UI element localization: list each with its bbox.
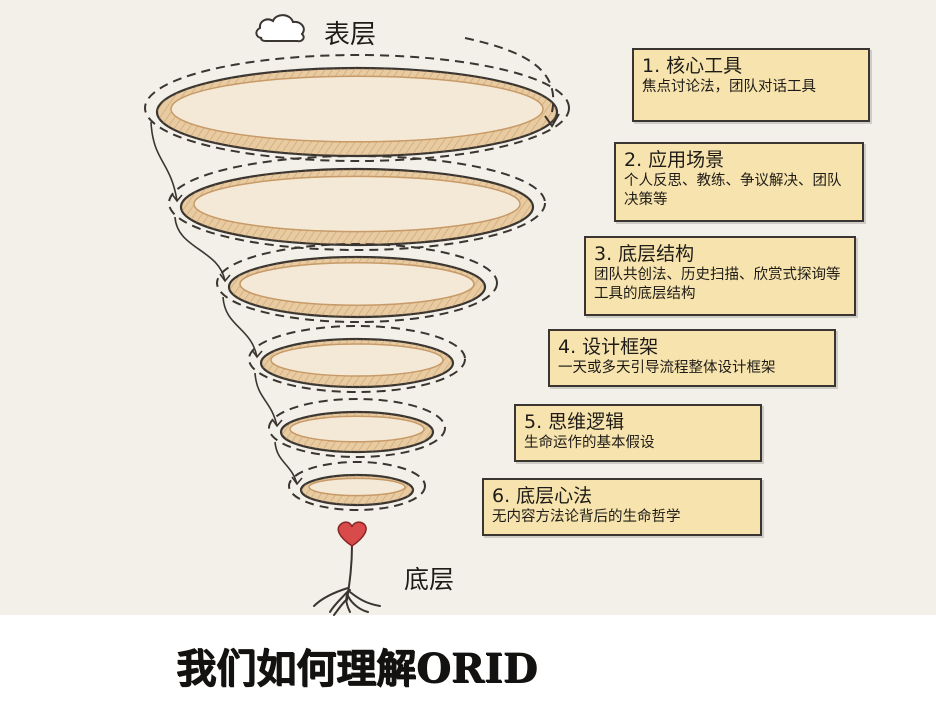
cloud-icon	[256, 15, 303, 41]
layer-5-box: 5. 思维逻辑 生命运作的基本假设	[514, 404, 762, 462]
surface-label: 表层	[324, 14, 376, 51]
band-inner	[309, 478, 405, 495]
arrow-head	[272, 419, 282, 426]
down-arrow	[151, 122, 177, 201]
spiral-band-2	[169, 156, 545, 250]
spiral-band-3	[217, 244, 497, 322]
band-inner	[271, 344, 443, 376]
heart-icon	[338, 522, 366, 546]
layer-3-desc: 团队共创法、历史扫描、欣赏式探询等工具的底层结构	[594, 266, 846, 304]
layer-5-title: 5. 思维逻辑	[524, 411, 752, 433]
arrow-head	[292, 477, 302, 484]
layer-2-title: 2. 应用场景	[624, 149, 854, 171]
spiral-band-1	[145, 55, 569, 161]
layer-6-desc: 无内容方法论背后的生命哲学	[492, 508, 752, 527]
band-inner	[194, 176, 520, 231]
down-arrow	[275, 442, 297, 484]
bottom-label: 底层	[404, 560, 454, 596]
layer-2-desc: 个人反思、教练、争议解决、团队决策等	[624, 172, 854, 210]
layer-5-desc: 生命运作的基本假设	[524, 434, 752, 453]
layer-4-box: 4. 设计框架 一天或多天引导流程整体设计框架	[548, 329, 836, 387]
layer-4-title: 4. 设计框架	[558, 336, 826, 358]
layer-3-box: 3. 底层结构 团队共创法、历史扫描、欣赏式探询等工具的底层结构	[584, 236, 856, 316]
spiral-band-4	[249, 326, 465, 392]
layer-6-box: 6. 底层心法 无内容方法论背后的生命哲学	[482, 478, 762, 536]
spiral-band-6	[289, 462, 425, 510]
roots-icon	[314, 545, 380, 615]
down-arrow	[223, 297, 257, 357]
band-inner	[240, 263, 474, 305]
band-inner	[171, 76, 543, 142]
layer-1-desc: 焦点讨论法，团队对话工具	[642, 78, 860, 97]
band-inner	[290, 416, 424, 442]
layer-3-title: 3. 底层结构	[594, 243, 846, 265]
layer-1-title: 1. 核心工具	[642, 55, 860, 77]
arrow-head	[220, 274, 230, 281]
page-title: 我们如何理解ORID	[176, 636, 537, 694]
layer-2-box: 2. 应用场景 个人反思、教练、争议解决、团队决策等	[614, 142, 864, 222]
layer-6-title: 6. 底层心法	[492, 485, 752, 507]
layer-1-box: 1. 核心工具 焦点讨论法，团队对话工具	[632, 48, 870, 122]
layer-4-desc: 一天或多天引导流程整体设计框架	[558, 359, 826, 378]
spiral-band-5	[269, 399, 445, 457]
